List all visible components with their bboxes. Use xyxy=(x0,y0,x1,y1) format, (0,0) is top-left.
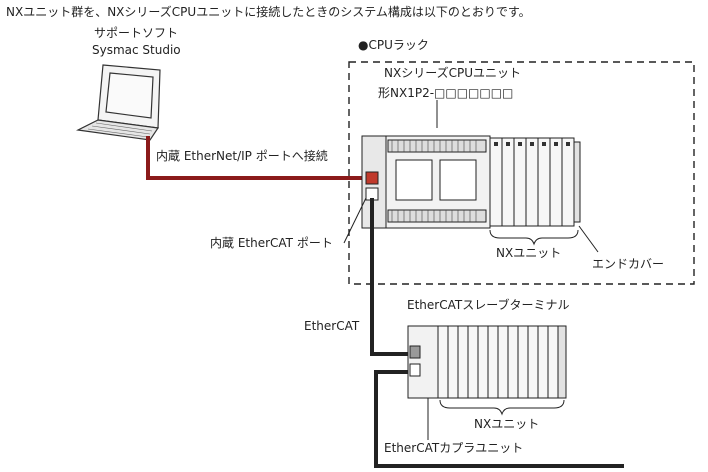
cpu-nx-units-label: NXユニット xyxy=(496,246,561,260)
end-cover xyxy=(573,141,581,223)
end-cover-leader xyxy=(578,225,599,253)
slave-nx-units xyxy=(437,325,567,399)
cpu-nx-brace xyxy=(489,229,579,246)
slave-terminal-title: EtherCATスレーブターミナル xyxy=(407,297,569,312)
ethercat-coupler xyxy=(407,325,439,399)
cpu-rack-title: ●CPUラック xyxy=(358,38,429,52)
cpu-unit-name: NXシリーズCPUユニット xyxy=(384,65,521,80)
ethercat-port-label: 内蔵 EtherCAT ポート xyxy=(210,236,333,250)
cpu-rack-frame xyxy=(348,61,695,285)
ethercat-port-leader xyxy=(343,197,367,244)
pc-label-line1: サポートソフト xyxy=(94,26,178,40)
ethercat-cable xyxy=(370,198,412,356)
end-cover-label: エンドカバー xyxy=(592,257,664,271)
ethernet-ip-port-label: 内蔵 EtherNet/IP ポートへ接続 xyxy=(156,148,328,163)
ethernet-ip-cable xyxy=(146,136,370,180)
coupler-label: EtherCATカプラユニット xyxy=(384,441,523,455)
cpu-rack-nx-units xyxy=(489,137,581,227)
pc-label-line2: Sysmac Studio xyxy=(92,43,181,57)
ethercat-cable-out xyxy=(374,370,624,468)
ethercat-cable-label: EtherCAT xyxy=(304,319,360,333)
slave-nx-brace xyxy=(439,399,565,416)
cpu-model: 形NX1P2-□□□□□□□ xyxy=(378,86,513,100)
slave-nx-units-label: NXユニット xyxy=(474,417,539,431)
ethernet-ip-port xyxy=(365,171,379,185)
caption: NXユニット群を、NXシリーズCPUユニットに接続したときのシステム構成は以下の… xyxy=(6,4,531,19)
laptop-icon xyxy=(76,64,161,141)
cpu-unit xyxy=(361,135,491,229)
